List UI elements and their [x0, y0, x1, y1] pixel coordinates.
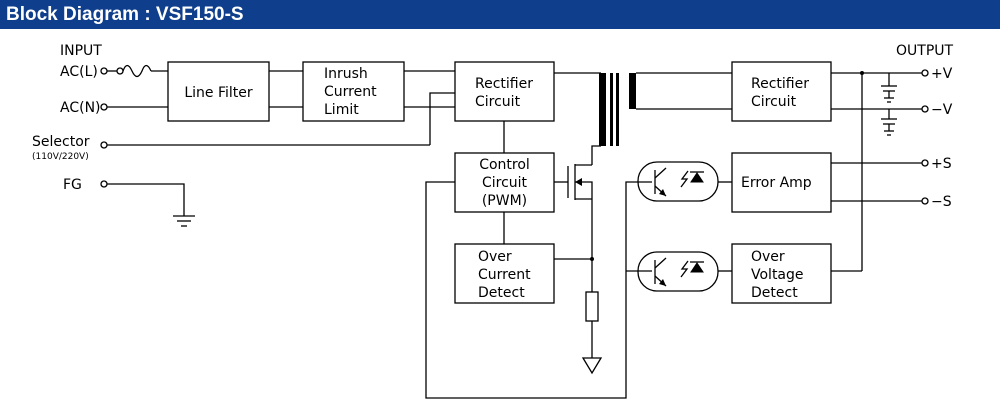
line-filter-label: Line Filter	[184, 85, 253, 101]
output-capacitor-icon	[881, 109, 897, 136]
transformer-icon	[554, 72, 732, 165]
over-current-detect-block	[454, 243, 555, 304]
control-label-1: Control	[479, 157, 530, 173]
inrush-current-limit-block	[302, 61, 405, 122]
output-capacitor-icon	[881, 73, 897, 103]
input-wiring	[100, 64, 455, 227]
over-current-label-2: Current	[478, 267, 531, 283]
fuse-icon	[122, 64, 152, 78]
plus-v-label: +V	[931, 66, 953, 82]
optocoupler-lower-icon	[637, 251, 732, 292]
control-label-2: Circuit	[482, 175, 528, 191]
input-heading: INPUT	[60, 43, 102, 59]
inrush-label-3: Limit	[324, 102, 359, 118]
minus-s-label: −S	[931, 194, 952, 210]
line-filter-block	[167, 61, 270, 122]
optocoupler-upper-icon	[637, 161, 732, 202]
secondary-rectifier-label-2: Circuit	[751, 94, 797, 110]
sense-resistor-icon	[585, 291, 599, 322]
error-amp-label: Error Amp	[741, 175, 812, 191]
primary-rectifier-label-1: Rectifier	[475, 76, 533, 92]
fg-label: FG	[63, 177, 82, 193]
secondary-rectifier-label-1: Rectifier	[751, 76, 809, 92]
plus-s-label: +S	[931, 156, 952, 172]
output-heading: OUTPUT	[896, 43, 954, 59]
over-voltage-label-1: Over	[751, 249, 785, 265]
inrush-label-2: Current	[324, 84, 377, 100]
ac-l-label: AC(L)	[60, 64, 98, 80]
over-voltage-label-2: Voltage	[751, 267, 804, 283]
selector-range-label: (110V/220V)	[32, 152, 89, 162]
ground-icon	[581, 357, 603, 375]
minus-v-label: −V	[931, 102, 953, 118]
primary-rectifier-label-2: Circuit	[475, 94, 521, 110]
control-label-3: (PWM)	[482, 193, 527, 209]
chassis-ground-icon	[173, 215, 195, 227]
over-voltage-detect-block	[731, 243, 832, 304]
over-voltage-label-3: Detect	[751, 285, 798, 301]
ac-n-label: AC(N)	[60, 100, 101, 116]
secondary-rectifier-block	[731, 61, 832, 122]
output-wiring	[831, 69, 929, 272]
selector-label: Selector	[32, 134, 90, 150]
over-current-label-1: Over	[478, 249, 512, 265]
diagram-title: Block Diagram : VSF150-S	[0, 0, 1000, 29]
error-amp-block	[731, 152, 832, 213]
primary-control-wiring	[425, 121, 652, 399]
mosfet-icon	[567, 164, 593, 200]
over-current-label-3: Detect	[478, 285, 525, 301]
inrush-label-1: Inrush	[324, 66, 368, 82]
